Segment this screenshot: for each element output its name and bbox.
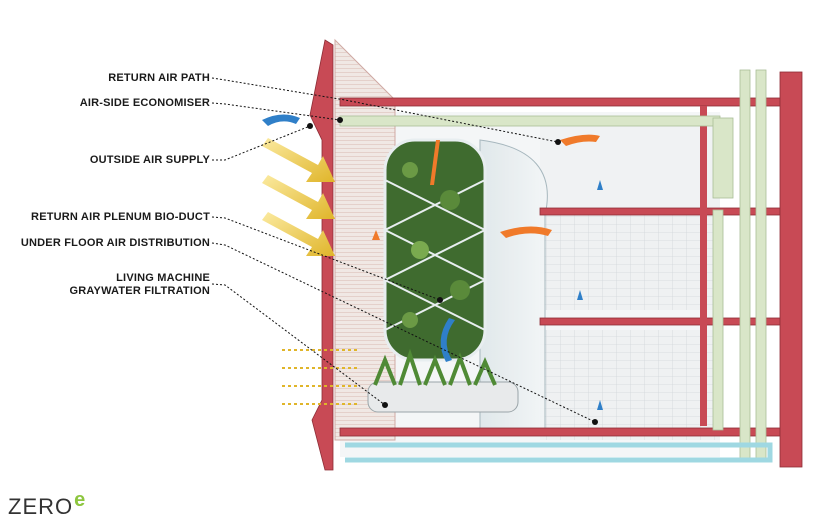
return-air-arrows xyxy=(372,134,600,240)
facade-louvres xyxy=(334,38,396,441)
columns xyxy=(700,106,707,426)
facade-fin xyxy=(309,39,334,471)
bio-duct xyxy=(382,138,488,362)
label-under-floor-air: UNDER FLOOR AIR DISTRIBUTION xyxy=(20,237,210,249)
leader-lines xyxy=(211,77,596,423)
glass-atrium xyxy=(479,139,548,431)
label-air-side-economiser: AIR-SIDE ECONOMISER xyxy=(79,97,210,109)
living-machine-planters xyxy=(367,348,519,413)
label-outside-air-supply: OUTSIDE AIR SUPPLY xyxy=(89,154,210,166)
label-return-air-path: RETURN AIR PATH xyxy=(108,72,210,84)
right-wall xyxy=(779,71,803,468)
zero-e-logo: ZEROe xyxy=(8,489,85,520)
return-air-duct xyxy=(339,115,721,127)
logo-text: ZERO xyxy=(8,494,74,519)
label-living-machine-line2: GRAYWATER FILTRATION xyxy=(69,285,210,297)
label-living-machine-line1: LIVING MACHINE xyxy=(116,272,210,284)
dashed-inflow-arrows xyxy=(282,349,360,405)
outside-air-supply-arrows xyxy=(262,138,335,256)
water-pipe xyxy=(345,442,773,463)
supply-air-arrows xyxy=(262,114,603,410)
label-living-machine: LIVING MACHINE GRAYWATER FILTRATION xyxy=(70,272,210,298)
vertical-risers xyxy=(712,69,767,461)
logo-superscript: e xyxy=(74,489,87,511)
label-return-air-plenum: RETURN AIR PLENUM BIO-DUCT xyxy=(31,211,210,223)
leader-dots xyxy=(307,117,598,425)
